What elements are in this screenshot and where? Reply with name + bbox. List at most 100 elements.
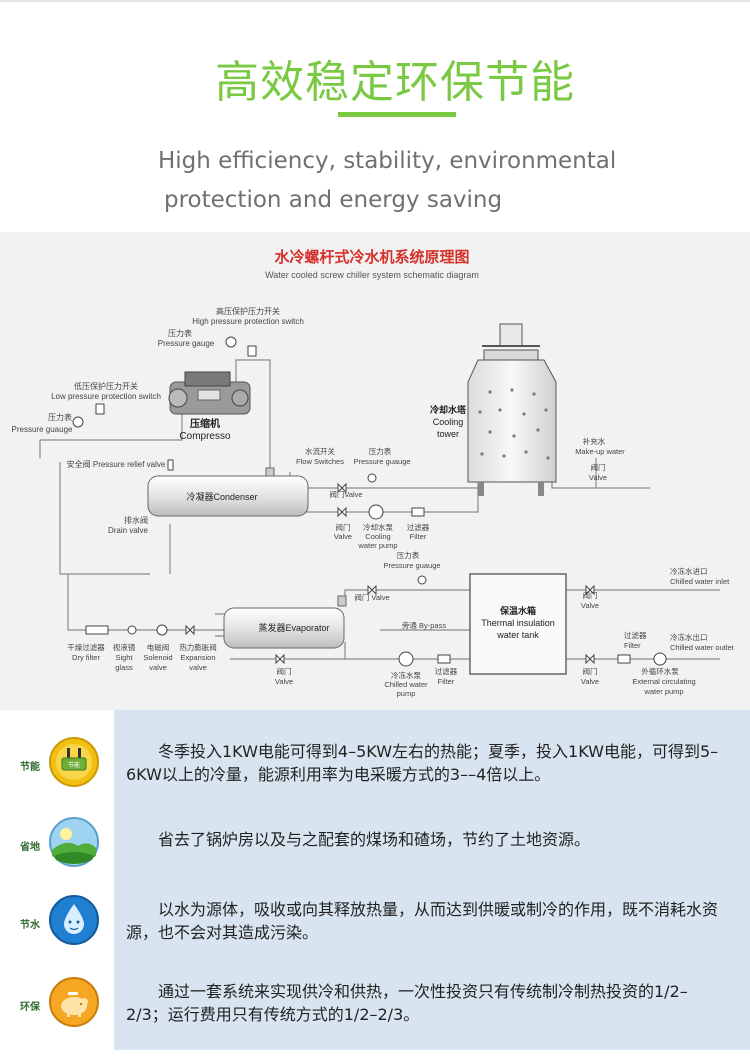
label-filter1-cn: 过滤器: [407, 522, 430, 532]
valve-icon: [337, 506, 347, 518]
label-sight-cn: 视液镜: [113, 642, 136, 652]
label-flow-cn: 水流开关: [305, 446, 335, 456]
land-landscape-icon: [49, 817, 99, 867]
label-pg4-cn: 压力表: [397, 550, 420, 560]
dry-filter-icon: [85, 625, 109, 635]
relief-valve-icon: [167, 459, 174, 471]
label-expansion-cn: 热力膨胀阀: [179, 642, 217, 652]
label-valve-in-cn: 阀门: [583, 591, 598, 600]
valve-icon: [585, 584, 595, 596]
subtitle-line-1: High efficiency, stability, environmenta…: [158, 148, 617, 174]
compressor: [168, 371, 251, 415]
water-drop-icon: [49, 895, 99, 945]
label-bypass: 旁通 By-pass: [402, 620, 446, 630]
label-tower-en1: Cooling: [433, 417, 464, 427]
label-solenoid-en1: Solenoid: [143, 653, 172, 662]
label-valve-cw-en: Valve: [334, 532, 352, 541]
energy-icon-text: 节能: [68, 761, 80, 769]
label-valve-right-en: Valve: [589, 473, 607, 482]
pump-icon: [398, 651, 414, 667]
pressure-switch-icon: [95, 403, 105, 415]
pressure-gauge-icon: [417, 575, 427, 585]
diagram-subtitle: Water cooled screw chiller system schema…: [265, 270, 479, 280]
label-tower-cn: 冷却水塔: [430, 404, 467, 415]
label-solenoid-en2: valve: [149, 663, 167, 672]
header-section: 高效稳定环保节能 High efficiency, stability, env…: [0, 0, 750, 232]
label-chpump-cn: 冷冻水泵: [391, 670, 421, 680]
label-valve-right-cn: 阀门: [591, 463, 606, 472]
label-drain-en: Drain valve: [108, 526, 149, 535]
label-expansion-en2: valve: [189, 663, 207, 672]
label-evaporator: 蒸发器Evaporator: [258, 622, 329, 633]
compressor-label-cn: 压缩机: [190, 417, 220, 430]
label-filter3-cn: 过滤器: [435, 666, 458, 676]
compressor-label-en: Compresso: [179, 431, 231, 442]
label-filter2-cn: 过滤器: [624, 630, 647, 640]
benefits-section: 节能 节能 冬季投入1KW电能可得到4–5KW左右的热能；夏季，投入1KW电能，…: [0, 710, 750, 1062]
label-chilled-out-en: Chilled water outlet: [670, 643, 735, 652]
benefit-label: 省地: [20, 842, 40, 853]
label-filter3-en: Filter: [438, 677, 455, 686]
evaporator: [223, 595, 347, 649]
benefit-row-energy: 节能 节能 冬季投入1KW电能可得到4–5KW左右的热能；夏季，投入1KW电能，…: [0, 732, 750, 812]
piggy-bank-icon: [49, 977, 99, 1027]
pump-icon: [368, 504, 384, 520]
label-chpump-en2: pump: [397, 689, 416, 698]
top-divider: [0, 0, 750, 2]
benefit-label: 节能: [20, 762, 40, 773]
filter-icon: [437, 654, 451, 664]
label-cwpump-en1: Cooling: [365, 532, 390, 541]
benefit-row-water: 节水 以水为源体，吸收或向其释放热量，从而达到供暖或制冷的作用，既不消耗水资源，…: [0, 890, 750, 970]
label-valve-out-cn: 阀门: [583, 667, 598, 676]
label-hp-switch-cn: 高压保护压力开关: [216, 306, 280, 316]
label-chilled-in-cn: 冷冻水进口: [670, 566, 708, 576]
pressure-gauge-icon: [225, 336, 237, 348]
label-extpump-en2: water pump: [643, 687, 683, 696]
label-chilled-in-en: Chilled water inlet: [670, 577, 730, 586]
label-sight-en2: glass: [115, 663, 133, 672]
label-tank-cn: 保温水箱: [499, 605, 536, 616]
label-lp-switch-cn: 低压保护压力开关: [74, 381, 138, 391]
valve-icon: [337, 482, 347, 494]
filter-icon: [617, 654, 631, 664]
label-dry-cn: 干燥过滤器: [67, 642, 105, 652]
label-makeup-cn: 补充水: [583, 436, 606, 446]
label-pg3-cn: 压力表: [369, 446, 392, 456]
pump-icon: [653, 652, 667, 666]
label-sight-en1: Sight: [115, 653, 133, 662]
label-valve-in-en: Valve: [581, 601, 599, 610]
water-tank: [469, 573, 567, 675]
label-cwpump-en2: water pump: [357, 541, 397, 550]
label-valve-bottom-cn: 阀门: [277, 667, 292, 676]
label-drain-cn: 排水阀: [124, 515, 148, 525]
label-pg3-en: Pressure guauge: [353, 457, 410, 466]
page-title: 高效稳定环保节能: [215, 57, 575, 108]
label-hp-switch-en: High pressure protection switch: [192, 317, 304, 326]
label-filter2-en: Filter: [624, 641, 641, 650]
valve-icon: [275, 653, 285, 665]
label-makeup-en: Make-up water: [575, 447, 625, 456]
benefit-row-land: 省地 省去了锅炉房以及与之配套的煤场和碴场，节约了土地资源。: [0, 812, 750, 892]
schematic-svg: 水冷螺杆式冷水机系统原理图 Water cooled screw chiller…: [12, 248, 735, 698]
filter-icon: [411, 507, 425, 517]
label-chilled-out-cn: 冷冻水出口: [670, 632, 708, 642]
label-tower-en2: tower: [437, 429, 459, 439]
label-valve-evap: 阀门 Valve: [354, 593, 389, 602]
cooling-tower: [467, 323, 557, 496]
label-relief-valve: 安全阀 Pressure relief valve: [67, 459, 166, 469]
benefit-row-eco: 环保 通过一套系统来实现供冷和供热，一次性投资只有传统制冷制热投资的1/2–2/…: [0, 972, 750, 1052]
schematic-diagram: 水冷螺杆式冷水机系统原理图 Water cooled screw chiller…: [0, 232, 750, 710]
label-solenoid-cn: 电磁阀: [147, 642, 170, 652]
benefit-text: 以水为源体，吸收或向其释放热量，从而达到供暖或制冷的作用，既不消耗水资源，也不会…: [126, 900, 719, 942]
expansion-valve-icon: [185, 624, 195, 636]
label-pg2-en: Pressure guauge: [12, 425, 73, 434]
benefit-text: 通过一套系统来实现供冷和供热，一次性投资只有传统制冷制热投资的1/2–2/3；运…: [126, 982, 688, 1024]
label-lp-switch-en: Low pressure protection switch: [51, 392, 161, 401]
label-condenser: 冷凝器Condenser: [186, 491, 257, 502]
label-tank-en2: water tank: [496, 630, 539, 640]
valve-icon: [585, 653, 595, 665]
pressure-switch-icon: [247, 345, 257, 357]
label-extpump-cn: 外循环水泵: [641, 666, 679, 676]
label-flow-en: Flow Switches: [296, 457, 344, 466]
energy-plug-icon: 节能: [49, 737, 99, 787]
